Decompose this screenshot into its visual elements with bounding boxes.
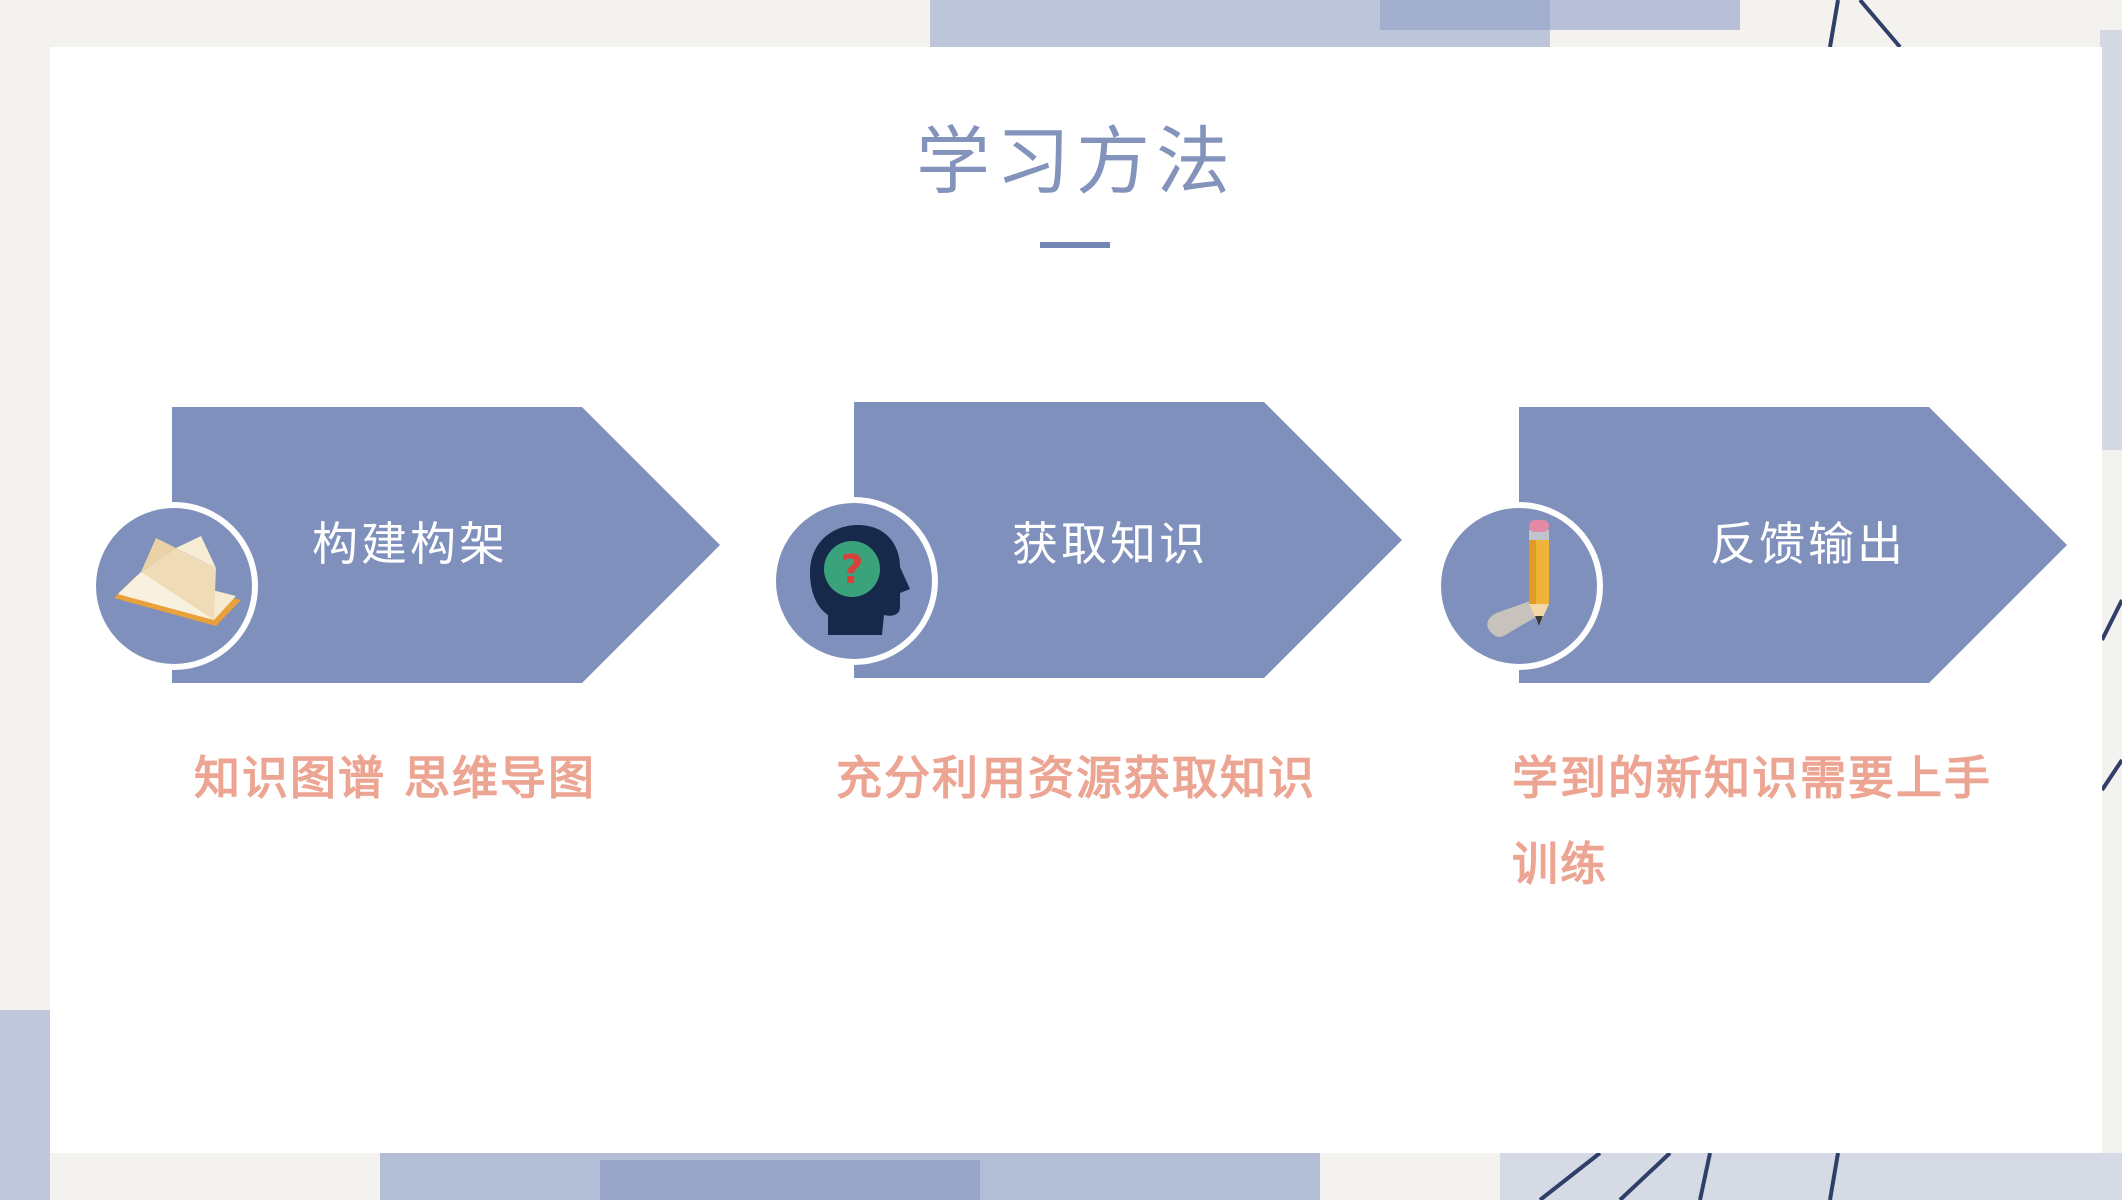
step-icon-circle: ? [770,497,938,665]
step-banner-arrow [172,407,720,683]
step-banner-arrow [854,402,1402,678]
pencil-icon [1487,520,1549,637]
step-icon-circle [1435,502,1603,670]
step-icon-circle [90,502,258,670]
step-description: 学到的新知识需要上手训练 [1512,751,1992,891]
step-title: 获取知识 [1012,517,1208,571]
title-underline [1040,242,1110,248]
step-banner-arrow [1519,407,2067,683]
slide-title: 学习方法 [916,119,1236,205]
open-book-icon [114,536,241,626]
step-title: 反馈输出 [1710,517,1906,571]
slide-card: 学习方法 构建构架 知识图谱 思维导图 ? [50,47,2102,1153]
step-description: 知识图谱 思维导图 [194,751,597,805]
step-description: 充分利用资源获取知识 [836,751,1316,805]
head-question-icon: ? [810,525,910,635]
svg-text:?: ? [840,547,863,593]
step-title: 构建构架 [312,517,508,571]
